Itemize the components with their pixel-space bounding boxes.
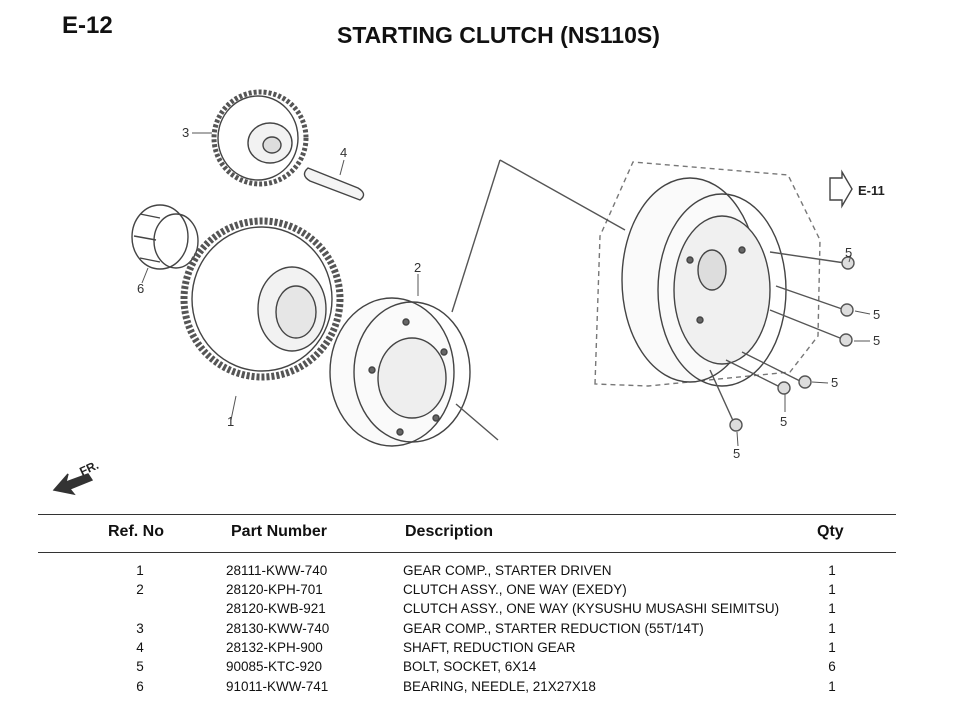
- header-part-number: Part Number: [231, 523, 328, 540]
- starter-driven-gear-part: [180, 217, 344, 381]
- header-ref-no: Ref. No: [108, 523, 164, 540]
- callout-4: 4: [340, 145, 347, 160]
- row-1-ref: 1: [136, 563, 144, 578]
- cross-reference-label: E-11: [858, 183, 885, 198]
- row-7-part-number: 91011-KWW-741: [226, 679, 329, 694]
- row-6-description: BOLT, SOCKET, 6X14: [403, 659, 537, 674]
- header-qty: Qty: [817, 523, 844, 540]
- row-4-ref: 3: [136, 621, 144, 636]
- row-7-description: BEARING, NEEDLE, 21X27X18: [403, 679, 596, 694]
- row-5-part-number: 28132-KPH-900: [226, 640, 323, 655]
- row-2-ref: 2: [136, 582, 144, 597]
- page-code: E-12: [62, 12, 113, 39]
- row-2-qty: 1: [828, 582, 836, 597]
- row-1-qty: 1: [828, 563, 836, 578]
- needle-bearing-part: [131, 204, 199, 270]
- callout-5b: 5: [873, 307, 880, 322]
- row-4-part-number: 28130-KWW-740: [226, 621, 330, 636]
- row-6-ref: 5: [136, 659, 144, 674]
- reduction-shaft-part: [303, 167, 365, 201]
- row-1-description: GEAR COMP., STARTER DRIVEN: [403, 563, 612, 578]
- front-marker-label: FR.: [77, 458, 100, 479]
- callout-2: 2: [414, 260, 421, 275]
- row-5-ref: 4: [136, 640, 144, 655]
- callout-5e: 5: [780, 414, 787, 429]
- callout-5f: 5: [733, 446, 740, 461]
- row-3-qty: 1: [828, 601, 836, 616]
- flywheel-rotor-part: [594, 161, 821, 387]
- reduction-gear-part: [211, 89, 309, 187]
- table-header-rule: [38, 552, 896, 553]
- page-title: STARTING CLUTCH (NS110S): [337, 22, 660, 48]
- callout-5a: 5: [845, 245, 852, 260]
- row-2-part-number: 28120-KPH-701: [226, 582, 323, 597]
- callout-5d: 5: [831, 375, 838, 390]
- row-5-description: SHAFT, REDUCTION GEAR: [403, 640, 576, 655]
- row-4-qty: 1: [828, 621, 836, 636]
- exploded-parts-diagram: 3 4 2 6 1 5 5 5 5 5 5 E-11 FR.: [52, 89, 885, 496]
- row-6-part-number: 90085-KTC-920: [226, 659, 323, 674]
- row-7-ref: 6: [136, 679, 144, 694]
- row-2-description: CLUTCH ASSY., ONE WAY (EXEDY): [403, 582, 627, 597]
- row-3-part-number: 28120-KWB-921: [226, 601, 326, 616]
- callout-5c: 5: [873, 333, 880, 348]
- row-6-qty: 6: [828, 659, 836, 674]
- one-way-clutch-part: [329, 297, 471, 447]
- row-1-part-number: 28111-KWW-740: [226, 563, 328, 578]
- callout-3: 3: [182, 125, 189, 140]
- callout-1: 1: [227, 414, 234, 429]
- socket-bolts-part: [709, 251, 855, 432]
- row-3-description: CLUTCH ASSY., ONE WAY (KYSUSHU MUSASHI S…: [403, 601, 780, 616]
- row-4-description: GEAR COMP., STARTER REDUCTION (55T/14T): [403, 621, 704, 636]
- front-direction-arrow-icon: [52, 473, 94, 496]
- header-description: Description: [405, 523, 494, 540]
- row-5-qty: 1: [828, 640, 836, 655]
- table-top-rule: [38, 514, 896, 515]
- row-7-qty: 1: [828, 679, 836, 694]
- callout-6: 6: [137, 281, 144, 296]
- cross-reference-arrow-icon: [829, 169, 853, 209]
